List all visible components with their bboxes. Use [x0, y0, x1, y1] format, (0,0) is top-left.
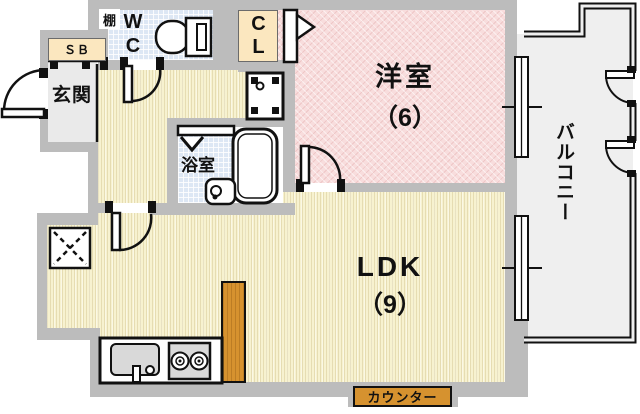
shoe-box: ＳＢ [48, 38, 106, 61]
wall-nook-bottom [37, 328, 98, 340]
wall-entrance-top [40, 30, 88, 38]
wall-top [88, 0, 517, 10]
counter-label: カウンター [367, 390, 438, 405]
wall-bath-bottom [150, 203, 295, 215]
western-room-label-group: 洋室 （6） [340, 55, 470, 134]
balcony-label: バルコニー [553, 122, 574, 222]
wall-entrance-bottom [40, 142, 98, 152]
ldk-label: LDK [356, 251, 424, 282]
wall-left-upper [88, 150, 98, 213]
hall-door-opening [113, 203, 150, 213]
wall-nook-top [37, 213, 98, 225]
wall-bath-top [178, 118, 295, 127]
counter-label-box: カウンター [353, 386, 452, 407]
wall-left-lower [37, 213, 47, 340]
ldk-label-group: LDK （9） [328, 251, 452, 321]
wall-wc-cl-divider [213, 10, 238, 70]
closet-box: CL [238, 10, 278, 62]
shelf-label-box: 棚 [99, 9, 120, 29]
westroom-door-opening [301, 183, 341, 192]
wall-westroom-bottom [295, 183, 517, 192]
ldk-size-label: （9） [358, 291, 422, 319]
kitchen-counter-bar [221, 281, 246, 383]
ldk-nook-floor [47, 222, 98, 330]
shelf-label: 棚 [102, 12, 116, 28]
wall-bottom [90, 382, 528, 397]
entrance-door-opening [40, 78, 48, 110]
western-room-label: 洋室 [375, 62, 435, 92]
balcony-floor-bump [583, 6, 633, 34]
wall-below-cl [238, 60, 295, 72]
wall-bath-left [167, 118, 178, 215]
closet-label: CL [247, 13, 270, 59]
entrance-floor [48, 62, 97, 142]
bathtub-area-floor [233, 127, 283, 203]
wc-door-opening [126, 60, 160, 70]
entrance-label: 玄関 [52, 85, 93, 106]
wall-below-wc [98, 60, 238, 70]
entrance-door-swing-icon [0, 68, 46, 119]
wall-hall-ldk [88, 203, 113, 213]
wall-kitchen-left [90, 328, 100, 393]
bathroom-label: 浴室 [181, 156, 215, 175]
shoe-box-label: ＳＢ [63, 43, 90, 57]
wall-right-ext [505, 318, 528, 397]
western-room-size-label: （6） [373, 104, 437, 132]
toilet-room-label: WC [122, 11, 144, 59]
